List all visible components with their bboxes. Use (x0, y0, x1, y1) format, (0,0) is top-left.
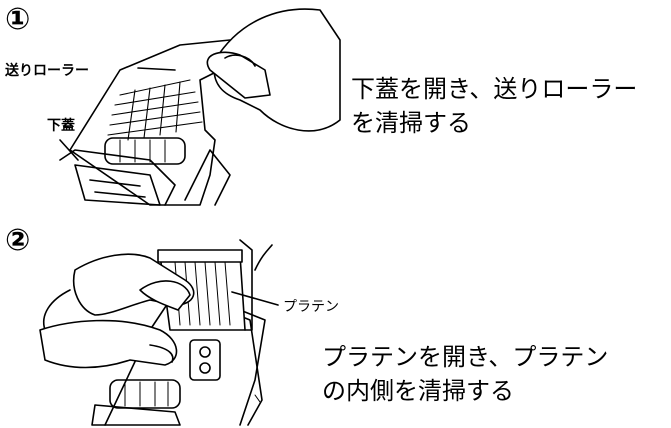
step-1-instruction-line1: 下蓋を開き、送りローラー (351, 75, 638, 103)
step-1-number: ① (5, 2, 31, 37)
feed-roller-label: 送りローラー (5, 63, 89, 79)
printer-step1-illustration (59, 8, 341, 206)
step-2-instruction-line1: プラテンを開き、プラテン (322, 343, 609, 371)
step-1-instruction-line2: を清掃する (351, 109, 471, 137)
platen-label: プラテン (283, 299, 339, 315)
printer-step2-illustration (39, 239, 279, 426)
step-2-number: ② (5, 223, 31, 258)
step-2-instruction-line2: の内側を清掃する (322, 377, 514, 405)
lower-lid-label: 下蓋 (47, 118, 75, 134)
